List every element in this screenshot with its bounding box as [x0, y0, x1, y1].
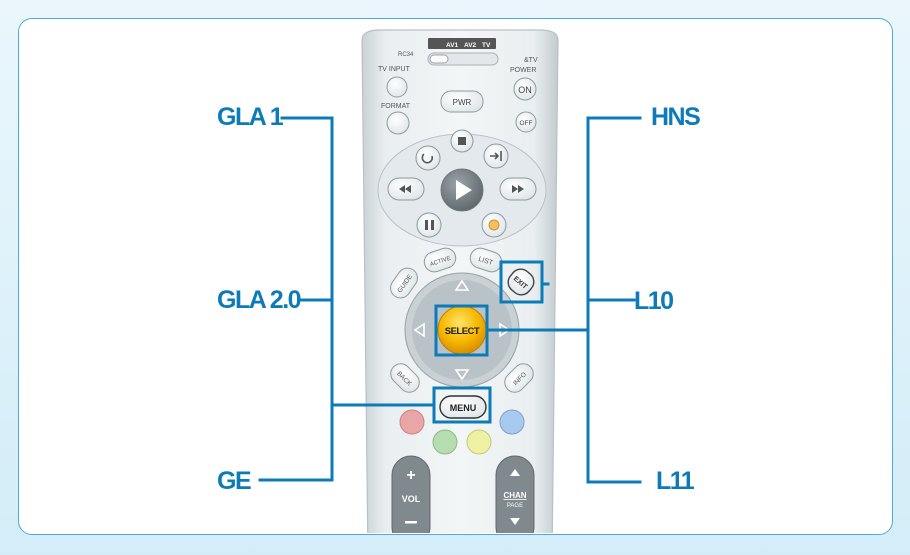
connector-lines [258, 116, 642, 484]
label-l10: L10 [634, 287, 674, 315]
pwr-button [440, 90, 484, 113]
chan-rocker [495, 455, 535, 533]
format-button [386, 111, 410, 135]
label-ge: GE [217, 467, 252, 495]
green-button [432, 429, 458, 455]
guide-button: GUIDE [390, 267, 418, 299]
model-label: RC34 [398, 52, 414, 58]
blue-button [499, 409, 525, 435]
switch-av2: AV2 [464, 42, 477, 49]
tv-input-label: TV INPUT [378, 66, 411, 73]
switch-av1: AV1 [446, 42, 459, 49]
left-connector [258, 116, 436, 482]
active-button: ACTIVE [423, 247, 457, 273]
right-connector [485, 116, 642, 484]
red-button [399, 409, 425, 435]
on-label: ON [518, 85, 532, 95]
vol-rocker [391, 455, 431, 533]
svg-text:+: + [406, 467, 415, 484]
off-label: OFF [520, 120, 533, 127]
label-hns: HNS [651, 103, 701, 131]
switch-tv: TV [482, 42, 491, 49]
replay-button [415, 145, 441, 171]
format-label: FORMAT [381, 103, 411, 110]
chan-label: CHAN [503, 491, 526, 500]
label-l11: L11 [656, 467, 695, 495]
label-gla1: GLA 1 [217, 103, 284, 131]
label-gla2: GLA 2.0 [217, 286, 302, 314]
exit-button: EXIT [507, 268, 535, 296]
page-label: PAGE [507, 503, 523, 509]
info-button: INFO [504, 363, 534, 393]
av1-label-bg [430, 40, 444, 47]
pause-button [416, 212, 442, 238]
yellow-button [466, 429, 492, 455]
on-button [513, 77, 537, 101]
vol-label: VOL [402, 494, 421, 504]
exit-highlight [499, 260, 544, 304]
pwr-label: PWR [453, 98, 472, 107]
power-label: POWER [510, 67, 536, 74]
menu-label: MENU [450, 403, 477, 413]
list-label: LIST [477, 256, 494, 267]
off-button [515, 111, 537, 133]
tv-input-button [386, 76, 408, 98]
menu-button [439, 395, 487, 419]
select-label: SELECT [445, 326, 480, 337]
power-header: &TV [524, 57, 538, 64]
back-button: BACK [390, 363, 420, 393]
